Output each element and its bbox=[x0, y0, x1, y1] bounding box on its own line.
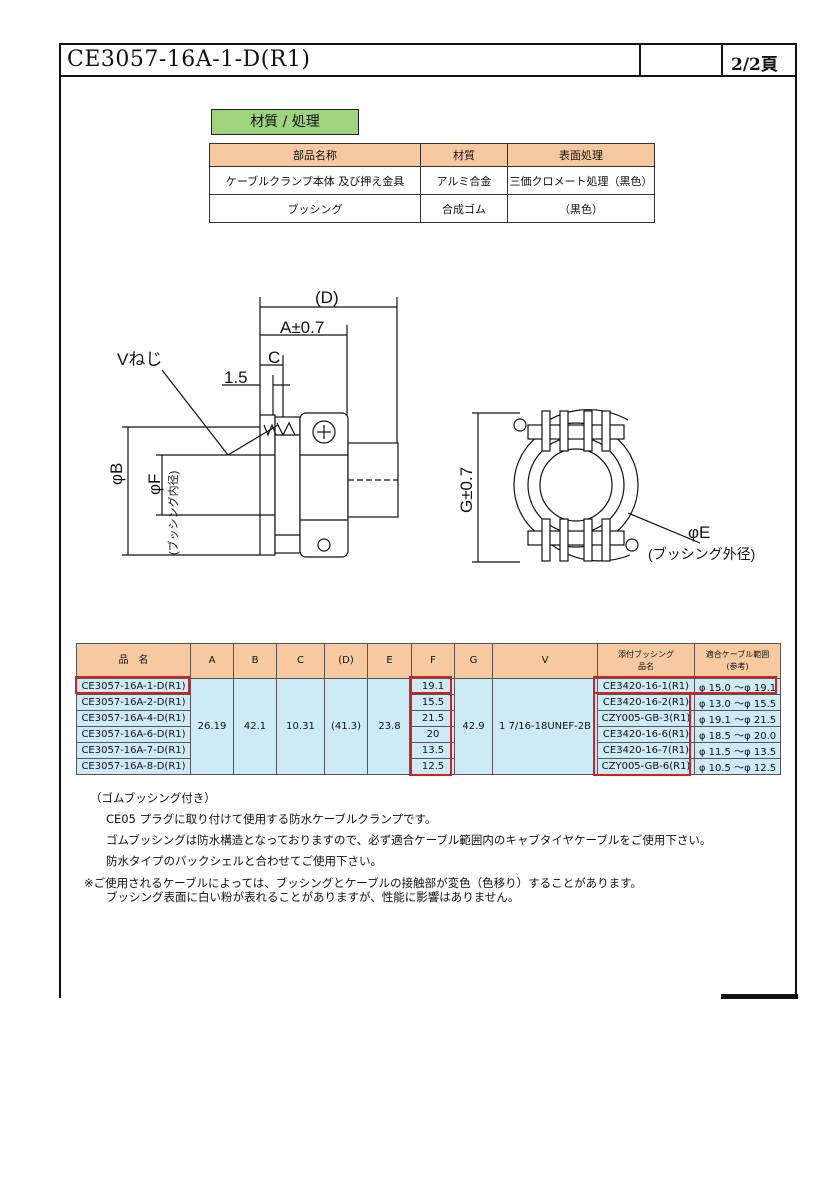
note-line: CE05 プラグに取り付けて使用する防水ケーブルクランプです。 bbox=[106, 812, 437, 826]
range-cell: φ 13.0 ～φ 15.5 bbox=[694, 694, 781, 711]
bushing-cell: CE3420-16-6(R1) bbox=[597, 726, 695, 743]
value-f-cell: 15.5 bbox=[411, 694, 455, 711]
table-row: ブッシング 合成ゴム （黒色） bbox=[209, 194, 655, 223]
page-number: 2/2頁 bbox=[731, 55, 778, 75]
header-divider bbox=[639, 45, 641, 75]
table-cell: ブッシング bbox=[209, 194, 421, 223]
product-name-cell: CE3057-16A-4-D(R1) bbox=[76, 710, 191, 727]
value-a-cell: 26.19 bbox=[190, 678, 234, 775]
range-cell: φ 10.5 ～φ 12.5 bbox=[694, 758, 781, 775]
dim-e-note: (ブッシング外径) bbox=[648, 546, 755, 562]
dim-d-label: (D) bbox=[315, 288, 339, 307]
table-row: CE3057-16A-6-D(R1) 20 CE3420-16-6(R1) φ … bbox=[76, 726, 781, 743]
table-cell: 合成ゴム bbox=[420, 194, 508, 223]
column-header: (D) bbox=[324, 643, 368, 679]
column-header: 材質 bbox=[420, 143, 508, 167]
materials-table: 部品名称 材質 表面処理 ケーブルクランプ本体 及び押え金具 アルミ合金 三価ク… bbox=[209, 143, 655, 223]
value-d-cell: (41.3) bbox=[324, 678, 368, 775]
table-row: ケーブルクランプ本体 及び押え金具 アルミ合金 三価クロメート処理（黒色） bbox=[209, 166, 655, 195]
value-f-cell: 20 bbox=[411, 726, 455, 743]
header-text: 添付ブッシング bbox=[618, 650, 674, 659]
table-row: CE3057-16A-4-D(R1) 21.5 CZY005-GB-3(R1) … bbox=[76, 710, 781, 727]
table-cell: アルミ合金 bbox=[420, 166, 508, 195]
dimension-labels: (D) A±0.7 C 1.5 Vねじ φB φF (ブッシング内径) G±0.… bbox=[107, 288, 755, 562]
bushing-cell: CZY005-GB-3(R1) bbox=[597, 710, 695, 727]
product-name-cell: CE3057-16A-2-D(R1) bbox=[76, 694, 191, 711]
column-header-range: 適合ケーブル範囲 (参考) bbox=[694, 643, 781, 679]
bushing-cell: CE3420-16-2(R1) bbox=[597, 694, 695, 711]
range-cell: φ 11.5 ～φ 13.5 bbox=[694, 742, 781, 759]
product-name-cell: CE3057-16A-8-D(R1) bbox=[76, 758, 191, 775]
value-f-cell: 21.5 bbox=[411, 710, 455, 727]
column-header: B bbox=[233, 643, 277, 679]
header-divider bbox=[721, 45, 723, 75]
dim-g-label: G±0.7 bbox=[457, 467, 476, 513]
range-cell: φ 15.0 ～φ 19.1 bbox=[694, 678, 781, 695]
column-header: E bbox=[367, 643, 412, 679]
dim-c-label: C bbox=[268, 348, 280, 367]
table-cell: 三価クロメート処理（黒色） bbox=[507, 166, 655, 195]
column-header: C bbox=[276, 643, 325, 679]
product-name-cell: CE3057-16A-1-D(R1) bbox=[76, 678, 191, 695]
value-v-cell: 1 7/16-18UNEF-2B bbox=[492, 678, 598, 775]
product-name-cell: CE3057-16A-6-D(R1) bbox=[76, 726, 191, 743]
header-text: (参考) bbox=[726, 662, 749, 671]
table-row: CE3057-16A-2-D(R1) 15.5 CE3420-16-2(R1) … bbox=[76, 694, 781, 711]
bushing-cell: CZY005-GB-6(R1) bbox=[597, 758, 695, 775]
materials-label: 材質 / 処理 bbox=[211, 109, 359, 135]
column-header: 表面処理 bbox=[507, 143, 655, 167]
header-text: 適合ケーブル範囲 bbox=[705, 650, 770, 659]
warning-line: ※ご使用されるケーブルによっては、ブッシングとケーブルの接触部が変色（色移り）す… bbox=[84, 876, 642, 890]
spec-table: 品 名 A B C (D) E F G V 添付ブッシング品名 適合ケーブル範囲… bbox=[76, 643, 781, 775]
dim-f-note: (ブッシング内径) bbox=[166, 471, 180, 555]
range-cell: φ 19.1 ～φ 21.5 bbox=[694, 710, 781, 727]
notes-section: （ゴムブッシング付き） CE05 プラグに取り付けて使用する防水ケーブルクランプ… bbox=[84, 788, 712, 904]
front-view bbox=[472, 408, 701, 563]
column-header: G bbox=[454, 643, 493, 679]
table-header-row: 品 名 A B C (D) E F G V 添付ブッシング品名 適合ケーブル範囲… bbox=[76, 643, 781, 679]
dim-e-label: φE bbox=[688, 523, 710, 542]
title-block: CE3057-16A-1-D(R1) 2/2頁 bbox=[59, 43, 797, 77]
value-g-cell: 42.9 bbox=[454, 678, 493, 775]
dim-a-label: A±0.7 bbox=[280, 318, 324, 337]
warning-line: ブッシング表面に白い粉が表れることがありますが、性能に影響はありません。 bbox=[106, 890, 520, 904]
value-f-cell: 19.1 bbox=[411, 678, 455, 695]
table-row: CE3057-16A-1-D(R1) 26.19 42.1 10.31 (41.… bbox=[76, 678, 781, 775]
table-cell: ケーブルクランプ本体 及び押え金具 bbox=[209, 166, 421, 195]
value-c-cell: 10.31 bbox=[276, 678, 325, 775]
column-header: A bbox=[190, 643, 234, 679]
side-view bbox=[122, 297, 399, 558]
technical-drawing: (D) A±0.7 C 1.5 Vねじ φB φF (ブッシング内径) G±0.… bbox=[107, 288, 755, 563]
dim-f-label: φF bbox=[145, 474, 164, 495]
value-f-cell: 12.5 bbox=[411, 758, 455, 775]
note-line: ゴムブッシングは防水構造となっておりますので、必ず適合ケーブル範囲内のキャブタイ… bbox=[106, 833, 712, 847]
column-header: 品 名 bbox=[76, 643, 191, 679]
column-header: 部品名称 bbox=[209, 143, 421, 167]
table-row: CE3057-16A-8-D(R1) 12.5 CZY005-GB-6(R1) … bbox=[76, 758, 781, 775]
column-header-bushing: 添付ブッシング品名 bbox=[597, 643, 695, 679]
v-thread-label: Vねじ bbox=[117, 350, 162, 369]
column-header: V bbox=[492, 643, 598, 679]
column-header: F bbox=[411, 643, 455, 679]
dim-15-label: 1.5 bbox=[224, 368, 248, 387]
product-name-cell: CE3057-16A-7-D(R1) bbox=[76, 742, 191, 759]
bushing-cell: CE3420-16-1(R1) bbox=[597, 678, 695, 695]
value-e-cell: 23.8 bbox=[367, 678, 412, 775]
note-line: （ゴムブッシング付き） bbox=[90, 791, 216, 805]
header-text: 品名 bbox=[638, 662, 654, 671]
value-f-cell: 13.5 bbox=[411, 742, 455, 759]
part-number-title: CE3057-16A-1-D(R1) bbox=[67, 47, 311, 72]
range-cell: φ 18.5 ～φ 20.0 bbox=[694, 726, 781, 743]
value-b-cell: 42.1 bbox=[233, 678, 277, 775]
table-cell: （黒色） bbox=[507, 194, 655, 223]
note-line: 防水タイプのバックシェルと合わせてご使用下さい。 bbox=[106, 854, 382, 868]
table-header-row: 部品名称 材質 表面処理 bbox=[209, 143, 655, 167]
bottom-rule bbox=[721, 994, 798, 999]
dim-b-label: φB bbox=[107, 463, 126, 485]
bushing-cell: CE3420-16-7(R1) bbox=[597, 742, 695, 759]
table-row: CE3057-16A-7-D(R1) 13.5 CE3420-16-7(R1) … bbox=[76, 742, 781, 759]
